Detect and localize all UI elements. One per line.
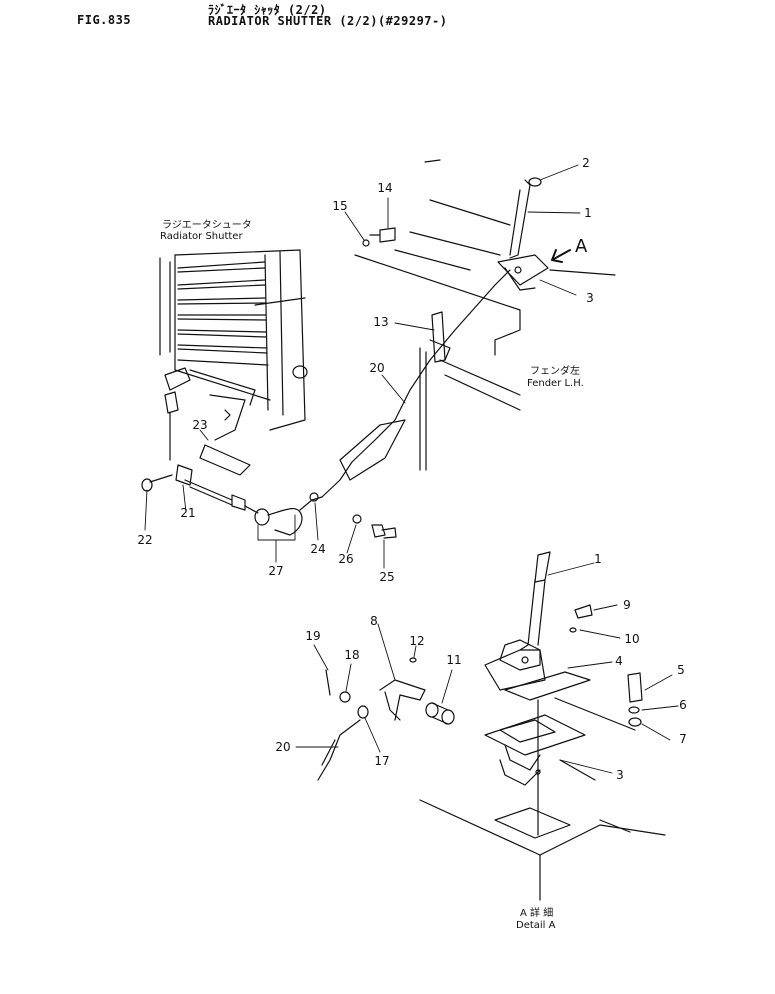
- callout-24: 24: [310, 542, 326, 556]
- callout-8: 8: [370, 614, 378, 628]
- callout-10: 10: [624, 632, 640, 646]
- callout-21: 21: [180, 506, 196, 520]
- bolt-washer-25-26: [352, 514, 397, 539]
- fender-label-jp: フェンダ左: [530, 366, 580, 377]
- callout-13: 13: [373, 315, 389, 329]
- callout-6: 6: [679, 698, 687, 712]
- detail-a-label-en: Detail A: [516, 920, 556, 931]
- callout-9: 9: [623, 598, 631, 612]
- callout-23: 23: [192, 418, 208, 432]
- callout-20: 20: [369, 361, 385, 375]
- leader-lines: [144, 164, 679, 774]
- callout-22: 22: [137, 533, 153, 547]
- fender-label-en: Fender L.H.: [527, 378, 584, 389]
- callout-19: 19: [305, 629, 321, 643]
- radiator-shutter-label-jp: ラジエータシュータ: [162, 220, 252, 231]
- callout-3: 3: [586, 291, 594, 305]
- callout-11: 11: [446, 653, 462, 667]
- title-japanese: ﾗｼﾞｴｰﾀ ｼｬｯﾀ (2/2): [208, 3, 327, 17]
- callout-14: 14: [377, 181, 393, 195]
- callout-25: 25: [379, 570, 395, 584]
- small-parts-drawing: [317, 657, 455, 781]
- radiator-shutter-drawing: [159, 249, 308, 461]
- view-arrow-letter: A: [575, 236, 588, 257]
- callout-15: 15: [332, 199, 348, 213]
- callout-1: 1: [584, 206, 592, 220]
- callout-1-detail: 1: [594, 552, 602, 566]
- callout-18: 18: [344, 648, 360, 662]
- callout-12: 12: [409, 634, 425, 648]
- control-cable-drawing: [141, 269, 511, 536]
- fender-lever-drawing: [354, 159, 616, 471]
- radiator-shutter-label-en: Radiator Shutter: [160, 231, 243, 242]
- detail-a-drawing: [419, 551, 666, 901]
- callout-5: 5: [677, 663, 685, 677]
- callout-3-detail: 3: [616, 768, 624, 782]
- detail-a-label-jp: A 詳 細: [520, 908, 554, 919]
- callout-26: 26: [338, 552, 354, 566]
- callout-27: 27: [268, 564, 284, 578]
- callout-7: 7: [679, 732, 687, 746]
- title-english: RADIATOR SHUTTER (2/2)(#29297-): [208, 14, 448, 28]
- figure-number: FIG.835: [77, 13, 132, 27]
- callout-4: 4: [615, 654, 623, 668]
- view-arrow-a: [551, 249, 571, 263]
- callout-20-detail: 20: [275, 740, 291, 754]
- callout-17: 17: [374, 754, 390, 768]
- callout-2: 2: [582, 156, 590, 170]
